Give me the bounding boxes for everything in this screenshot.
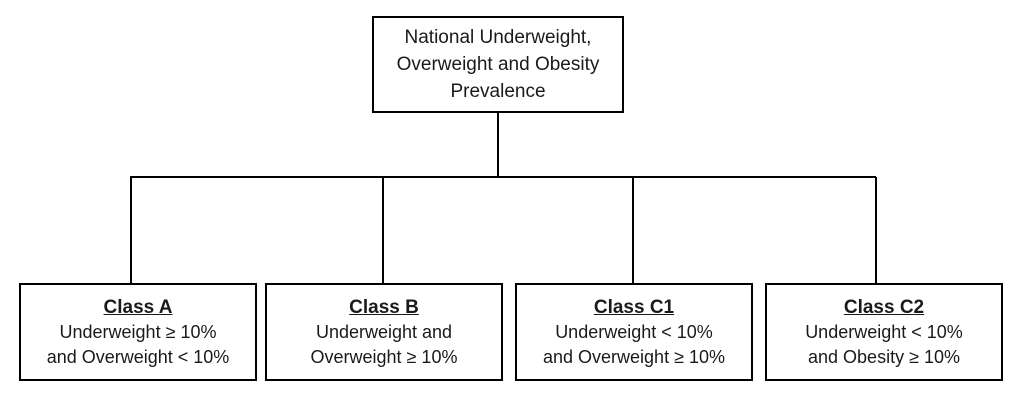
class-a-title: Class A <box>103 296 173 318</box>
class-b-criteria-line-1: Underweight and <box>315 321 453 342</box>
class-a-criteria-line-2: and Overweight < 10% <box>46 346 230 367</box>
class-c1-title: Class C1 <box>593 296 675 318</box>
class-a-criteria-line-1: Underweight ≥ 10% <box>59 321 217 342</box>
root-title-line-1: National Underweight, <box>404 27 592 48</box>
class-b-node: Class B Underweight and Overweight ≥ 10% <box>265 283 503 381</box>
class-c1-criteria-line-2: and Overweight ≥ 10% <box>543 346 725 367</box>
class-c2-criteria-line-1: Underweight < 10% <box>805 321 963 342</box>
class-c2-title: Class C2 <box>843 296 925 318</box>
root-title-line-2: Overweight and Obesity <box>396 54 600 75</box>
class-a-node: Class A Underweight ≥ 10% and Overweight… <box>19 283 257 381</box>
class-c1-criteria-line-1: Underweight < 10% <box>555 321 713 342</box>
class-b-title: Class B <box>349 296 419 318</box>
class-b-criteria-line-2: Overweight ≥ 10% <box>310 346 458 367</box>
root-node-prevalence: National Underweight, Overweight and Obe… <box>372 16 624 113</box>
root-title-line-3: Prevalence <box>450 81 546 102</box>
class-c2-node: Class C2 Underweight < 10% and Obesity ≥… <box>765 283 1003 381</box>
class-c1-node: Class C1 Underweight < 10% and Overweigh… <box>515 283 753 381</box>
class-c2-criteria-line-2: and Obesity ≥ 10% <box>808 346 960 367</box>
